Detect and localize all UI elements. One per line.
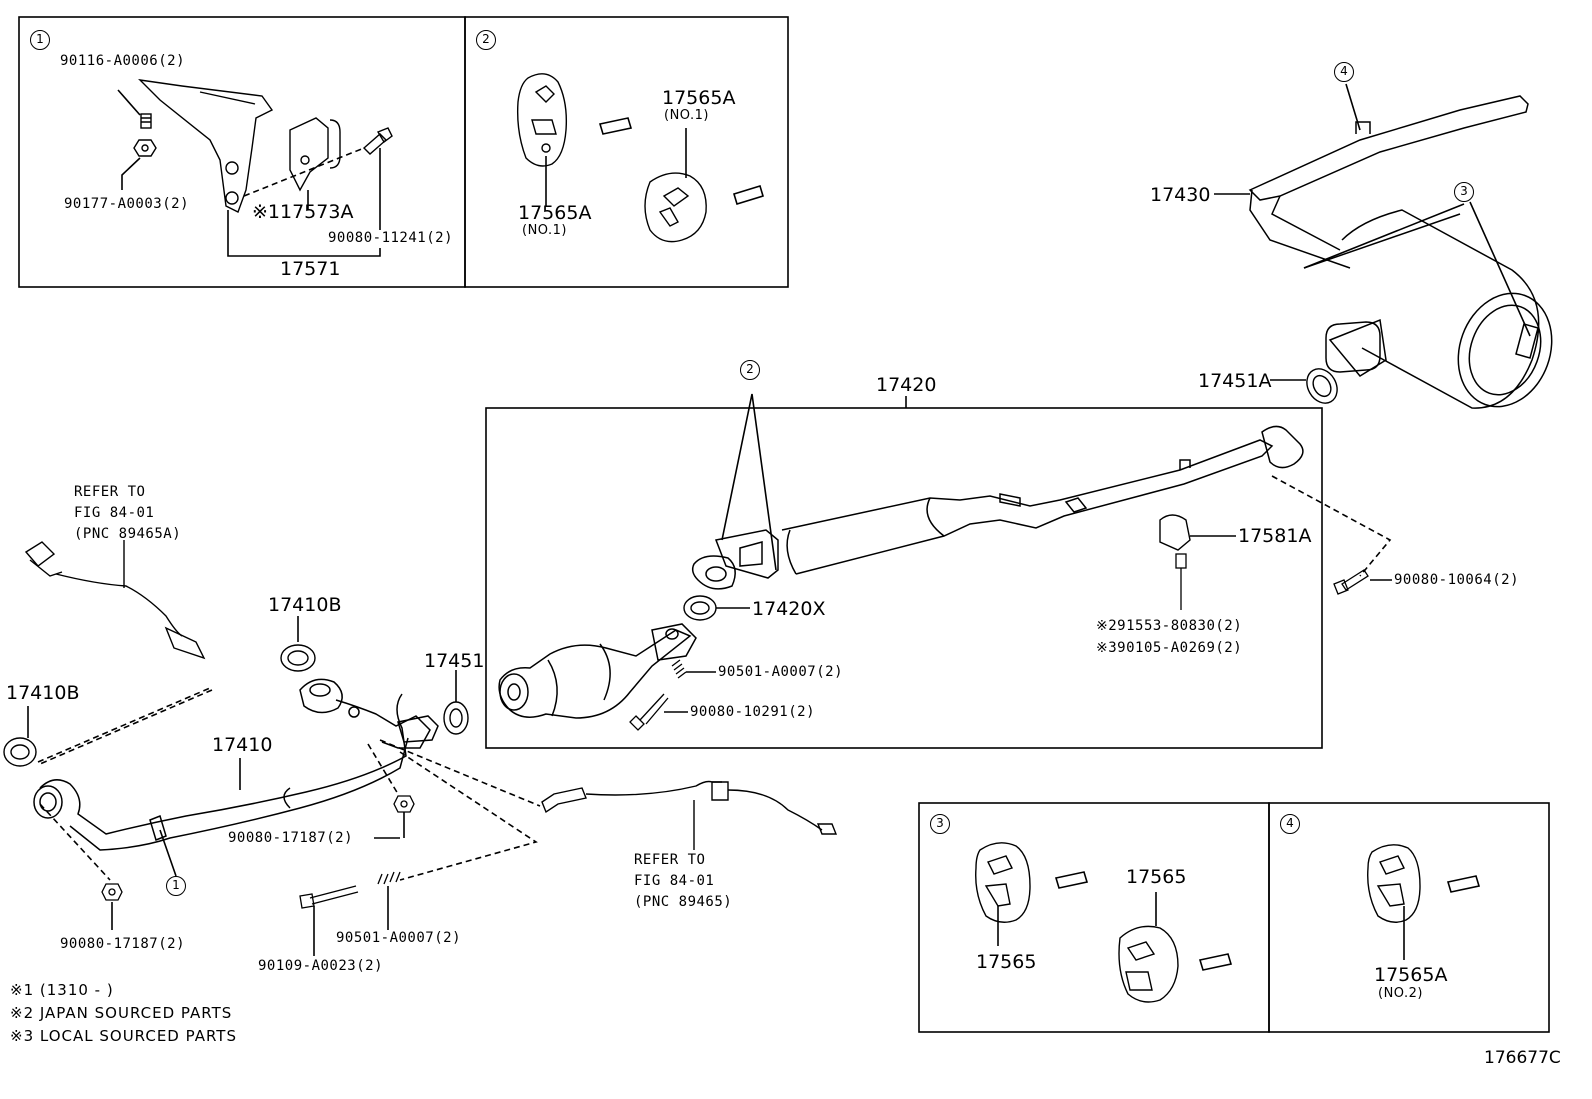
bolt-90080-11241 xyxy=(362,127,393,155)
callout-4: 4 xyxy=(1280,814,1300,834)
gasket-17420X xyxy=(683,595,717,621)
label-17565-right: 17565 xyxy=(1126,866,1187,888)
label-17410: 17410 xyxy=(212,734,273,756)
bolt-90116 xyxy=(140,113,152,129)
bolt-90080-10064 xyxy=(1333,569,1369,595)
muffler-17430 xyxy=(1248,95,1553,409)
ref-lower-line1: REFER TO xyxy=(634,852,706,868)
ref-upper-line2: FIG 84-01 xyxy=(74,505,155,521)
hanger-17565A-b xyxy=(644,172,707,243)
note-2: ※2 JAPAN SOURCED PARTS xyxy=(10,1004,233,1022)
bolt-91553 xyxy=(1175,553,1187,610)
label-90501-A0007-lower: 90501-A0007(2) xyxy=(336,930,462,946)
bolt-90080-10291 xyxy=(629,693,669,731)
callout-1: 1 xyxy=(30,30,50,50)
oxygen-sensor-top xyxy=(24,540,206,660)
inset-box-4 xyxy=(1268,802,1550,1033)
label-17451: 17451 xyxy=(424,650,485,672)
label-90080-17187-mid: 90080-17187(2) xyxy=(228,830,354,846)
label-90080-17187-bot: 90080-17187(2) xyxy=(60,936,186,952)
inset-box-3 xyxy=(918,802,1270,1033)
label-17565A-lower-sub: (NO.1) xyxy=(522,223,567,238)
label-90080-10291: 90080-10291(2) xyxy=(690,704,816,720)
label-90501-A0007-upper: 90501-A0007(2) xyxy=(718,664,844,680)
gasket-17410B-left xyxy=(3,737,37,767)
label-17420: 17420 xyxy=(876,374,937,396)
hanger-17565A-a xyxy=(516,73,568,167)
ref-lower-line2: FIG 84-01 xyxy=(634,873,715,889)
hanger-17565-a xyxy=(975,842,1031,923)
inset-box-2 xyxy=(464,16,789,288)
label-17565A-no2-sub: (NO.2) xyxy=(1378,986,1423,1001)
spring-90501-bot xyxy=(377,871,401,885)
label-90080-10064: 90080-10064(2) xyxy=(1394,572,1520,588)
nut-90080-17187-bot xyxy=(101,883,123,901)
callout-2-pipe: 2 xyxy=(740,360,760,380)
label-17573A: ※117573A xyxy=(252,201,354,223)
callout-3: 3 xyxy=(930,814,950,834)
label-17565A-upper: 17565A xyxy=(662,87,736,109)
label-17420X: 17420X xyxy=(752,598,826,620)
label-17410B-upper: 17410B xyxy=(268,594,342,616)
front-pipe-17420 xyxy=(691,425,1304,590)
rubber-mount-17573A xyxy=(289,117,341,192)
label-90177-A0003: 90177-A0003(2) xyxy=(64,196,190,212)
gasket-17451A xyxy=(1306,368,1338,404)
oxygen-sensor-bottom xyxy=(541,780,838,850)
label-17410B-left: 17410B xyxy=(6,682,80,704)
bracket-17581A xyxy=(1159,514,1191,551)
label-90109-A0023: 90109-A0023(2) xyxy=(258,958,384,974)
ref-upper-line3: (PNC 89465A) xyxy=(74,526,182,542)
catalytic-converter xyxy=(498,623,697,719)
note-1: ※1 (1310 - ) xyxy=(10,981,114,999)
exhaust-pipe-17410 xyxy=(33,678,439,851)
label-17565-left: 17565 xyxy=(976,951,1037,973)
note-3: ※3 LOCAL SOURCED PARTS xyxy=(10,1027,237,1045)
label-17430: 17430 xyxy=(1150,184,1211,206)
label-90080-11241: 90080-11241(2) xyxy=(328,230,454,246)
figure-id: 176677C xyxy=(1484,1048,1561,1068)
label-17581A: 17581A xyxy=(1238,525,1312,547)
label-17571: 17571 xyxy=(280,258,341,280)
gasket-17451 xyxy=(443,701,469,735)
label-17565A-no2: 17565A xyxy=(1374,964,1448,986)
hanger-17565A-no2 xyxy=(1367,844,1421,923)
callout-2: 2 xyxy=(476,30,496,50)
label-17565A-lower: 17565A xyxy=(518,202,592,224)
nut-90080-17187-mid xyxy=(393,795,415,813)
ref-lower-line3: (PNC 89465) xyxy=(634,894,733,910)
bolt-90109 xyxy=(299,885,359,909)
label-90116-A0006: 90116-A0006(2) xyxy=(60,53,186,69)
bracket-17571 xyxy=(138,79,274,213)
callout-1-pipe: 1 xyxy=(166,876,186,896)
label-17565A-upper-sub: (NO.1) xyxy=(664,108,709,123)
label-91553-80830: ※291553-80830(2) xyxy=(1096,618,1243,634)
label-17451A: 17451A xyxy=(1198,370,1272,392)
nut-90177 xyxy=(133,139,157,157)
gasket-17410B-top xyxy=(280,644,316,672)
callout-4-muffler: 4 xyxy=(1334,62,1354,82)
hanger-17565-b xyxy=(1118,925,1179,1003)
label-90105-A0269: ※390105-A0269(2) xyxy=(1096,640,1243,656)
callout-3-muffler: 3 xyxy=(1454,182,1474,202)
main-pipe-box xyxy=(485,407,1323,749)
ref-upper-line1: REFER TO xyxy=(74,484,146,500)
spring-90501-top xyxy=(671,659,687,679)
